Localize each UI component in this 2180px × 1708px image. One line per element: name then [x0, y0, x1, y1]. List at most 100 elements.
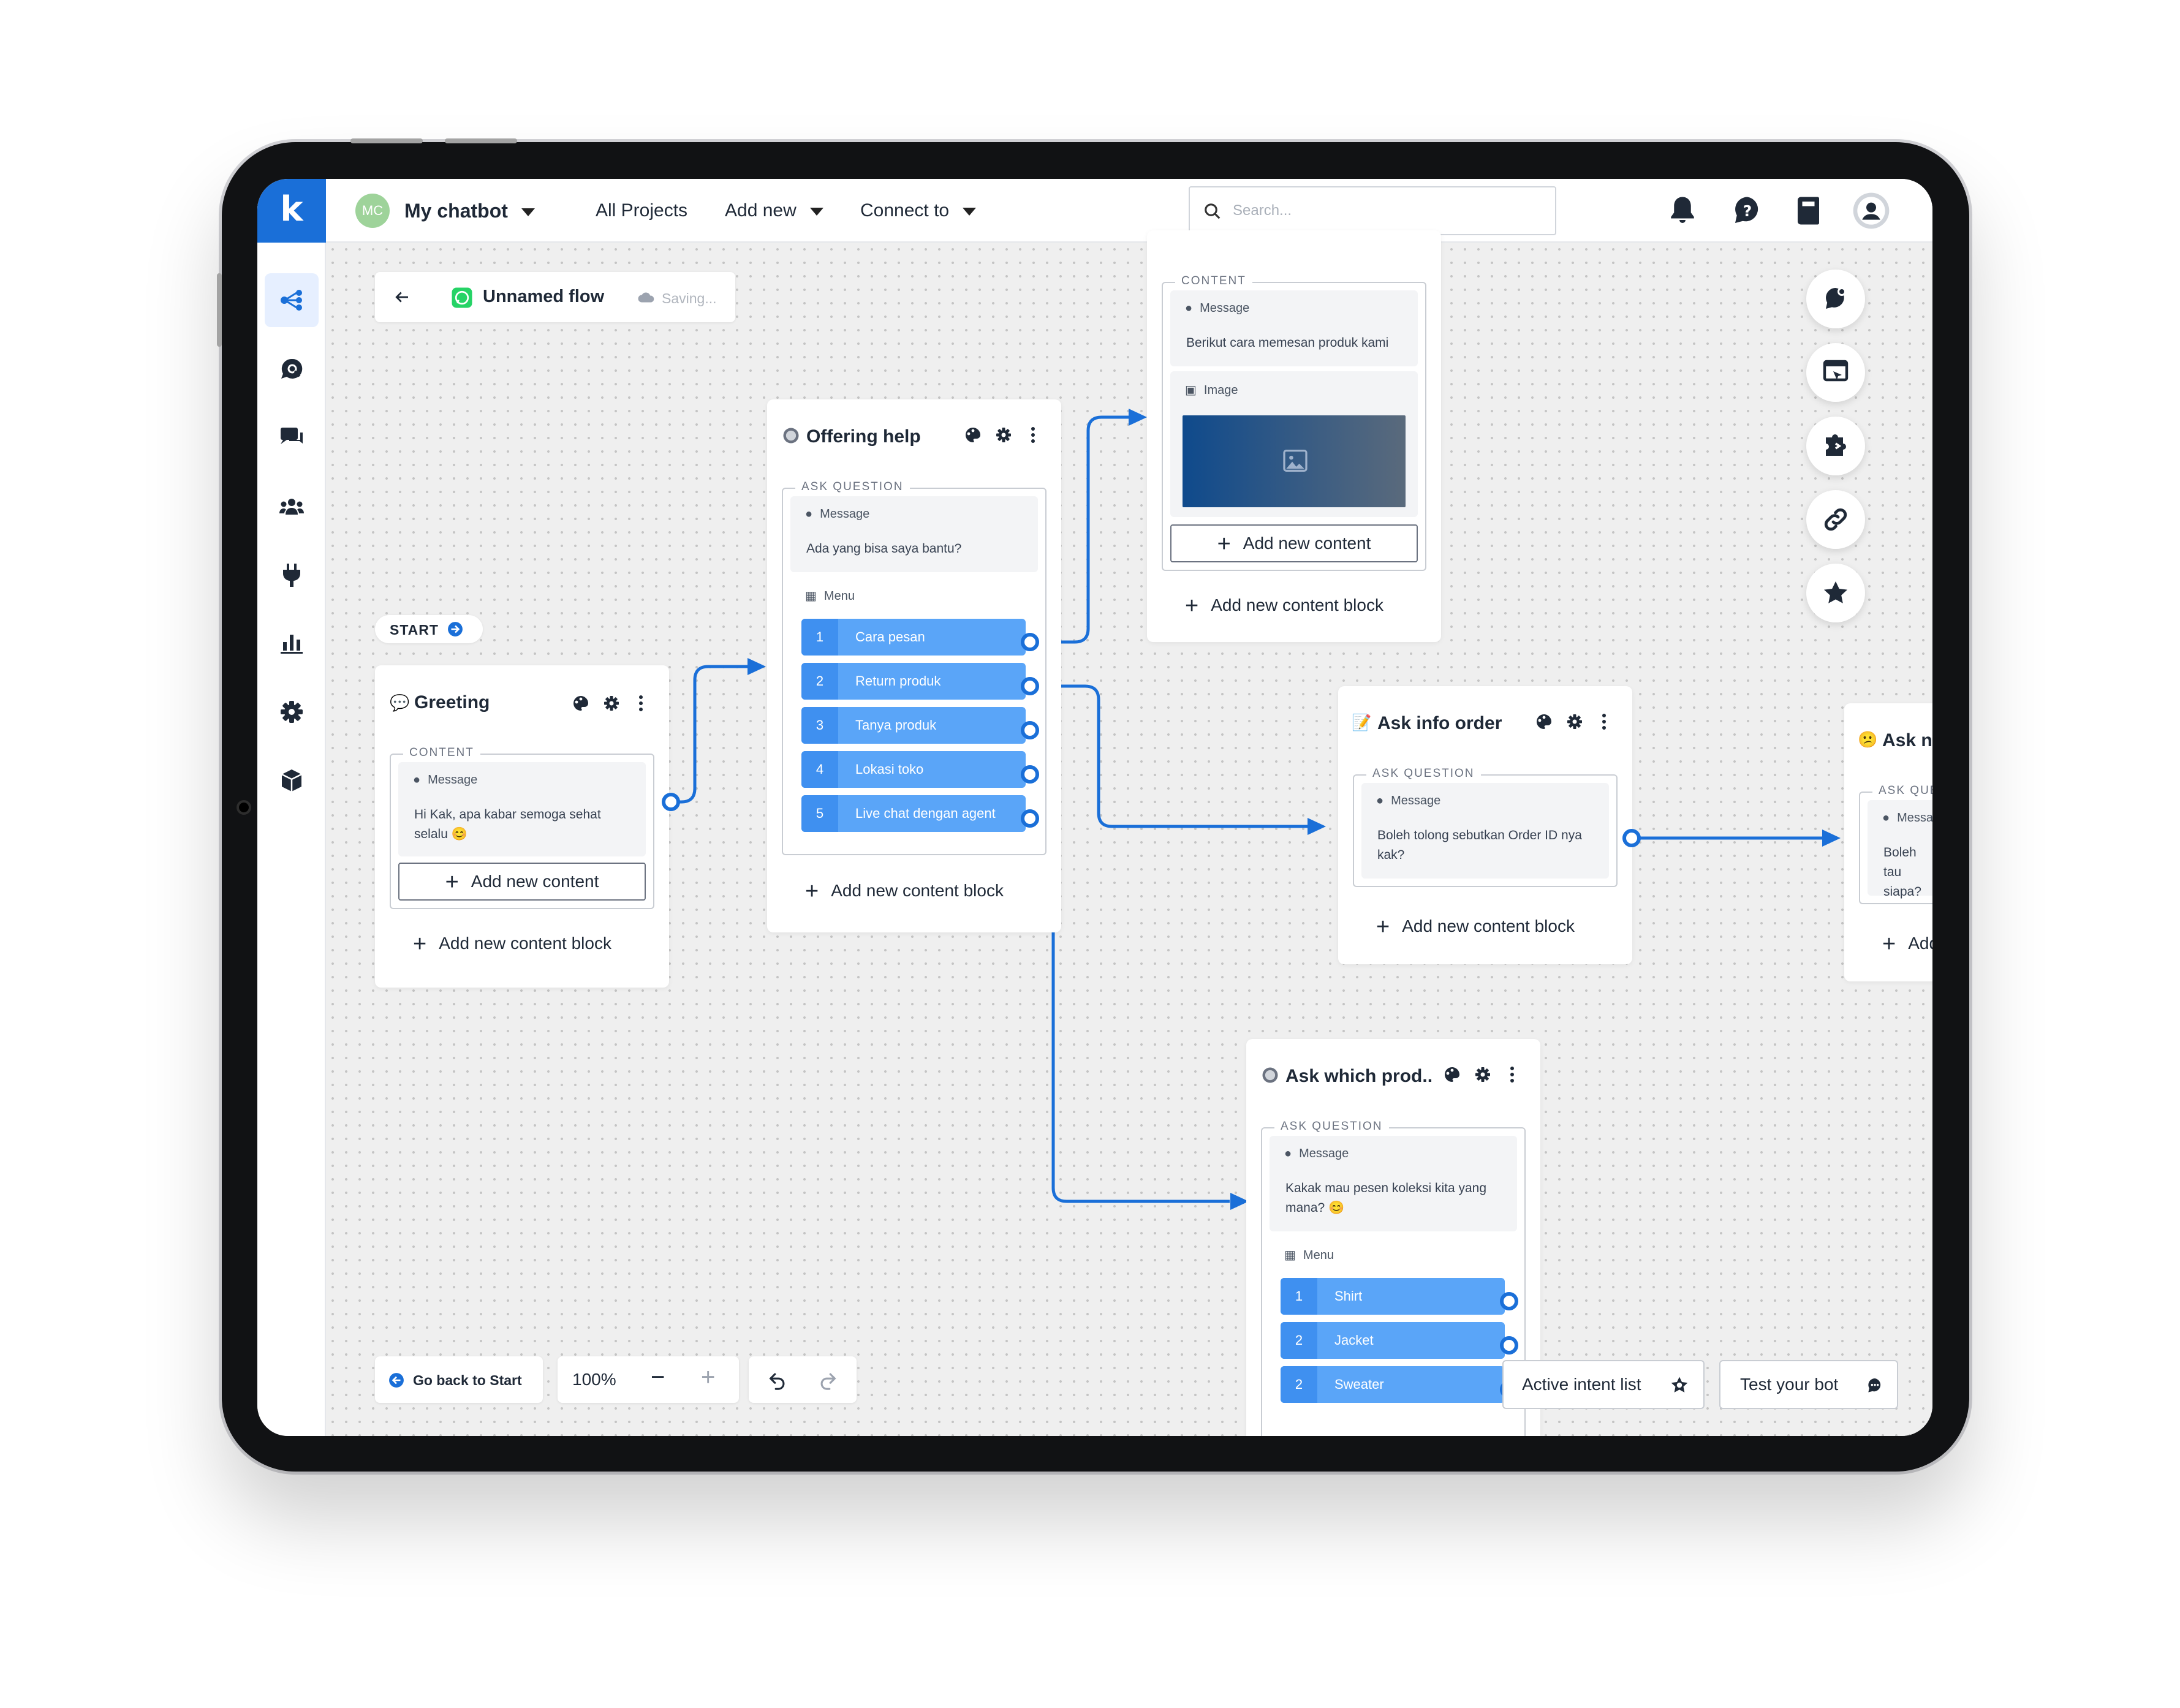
option-label: Tanya produk	[855, 717, 937, 733]
test-your-bot-button[interactable]: Test your bot	[1719, 1360, 1898, 1409]
option-number: 2	[1281, 1322, 1317, 1359]
output-port[interactable]	[1500, 1336, 1518, 1355]
add-content-block-button[interactable]: +Add new content block	[1185, 593, 1383, 619]
sidebar-item-users[interactable]	[265, 479, 319, 533]
search-input[interactable]	[1233, 187, 1539, 234]
connector-cara-pesan	[1031, 415, 1130, 644]
active-intent-list-button[interactable]: Active intent list	[1502, 1360, 1705, 1409]
option-number: 2	[1281, 1366, 1317, 1403]
sidebar-item-integrations[interactable]	[265, 548, 319, 602]
undo-icon[interactable]	[767, 1370, 788, 1391]
message-icon: ●	[805, 507, 813, 521]
project-selector[interactable]: My chatbot	[404, 179, 535, 243]
go-back-to-start-button[interactable]: Go back to Start	[375, 1356, 543, 1403]
add-content-block-button[interactable]: +Add new content block	[805, 879, 1004, 905]
redo-icon[interactable]	[817, 1370, 838, 1391]
node-actions	[1537, 714, 1606, 730]
message-block[interactable]: ●Messa Boleh tau siapa?	[1868, 800, 1932, 899]
plus-icon: +	[445, 869, 459, 895]
top-bar: k MC My chatbot All Projects Add new Con…	[257, 179, 1932, 243]
message-block[interactable]: ●Message Kakak mau pesen koleksi kita ya…	[1270, 1136, 1517, 1231]
preview-button[interactable]	[1806, 343, 1865, 402]
sidebar-item-packages[interactable]	[265, 754, 319, 807]
plus-icon: +	[1882, 931, 1896, 957]
node-title[interactable]: Greeting	[414, 692, 490, 712]
message-block[interactable]: ●Message Boleh tolong sebutkan Order ID …	[1361, 783, 1609, 879]
star-badge-icon	[1671, 1377, 1688, 1392]
output-port[interactable]	[1021, 809, 1039, 828]
user-avatar-icon[interactable]	[1852, 191, 1891, 230]
favorite-button[interactable]	[1806, 564, 1865, 622]
node-ask-name[interactable]: 😕 Ask na ASK QUE ●Messa Boleh tau siapa?…	[1844, 703, 1932, 981]
output-port[interactable]	[1021, 765, 1039, 784]
zoom-level: 100%	[572, 1370, 616, 1389]
message-label: Message	[820, 507, 870, 521]
message-block[interactable]: ●Message Berikut cara memesan produk kam…	[1170, 290, 1418, 366]
image-block[interactable]: ▣Image	[1170, 371, 1418, 517]
message-block[interactable]: ●Message Hi Kak, apa kabar semoga sehat …	[398, 762, 646, 856]
bell-icon[interactable]	[1664, 192, 1701, 229]
add-content-button[interactable]: + Add new content	[398, 863, 646, 901]
palette-icon	[966, 428, 980, 442]
add-block-label: Add new content block	[1402, 916, 1575, 935]
option-number: 2	[801, 663, 838, 700]
option-label: Lokasi toko	[855, 761, 924, 777]
sidebar-item-search-chat[interactable]	[265, 342, 319, 396]
puzzle-icon	[1826, 434, 1846, 456]
zoom-out-icon[interactable]: −	[651, 1364, 665, 1391]
nav-add-new[interactable]: Add new	[725, 179, 823, 243]
book-icon[interactable]	[1792, 192, 1828, 229]
output-port[interactable]	[1021, 721, 1039, 739]
nav-connect-to[interactable]: Connect to	[860, 179, 977, 243]
flow-icon	[281, 290, 302, 311]
search-box[interactable]	[1189, 186, 1556, 235]
node-ask-which-product[interactable]: Ask which prod.. ASK QUESTION ●Message K…	[1246, 1039, 1540, 1436]
add-content-block-button[interactable]: +Add	[1882, 931, 1932, 958]
sidebar	[257, 243, 326, 1436]
message-label-row: ● Message	[805, 507, 869, 521]
arrow-left-icon[interactable]	[392, 288, 412, 306]
sidebar-item-chat[interactable]	[265, 410, 319, 464]
active-intent-label: Active intent list	[1522, 1375, 1641, 1394]
sidebar-item-analytics[interactable]	[265, 616, 319, 670]
node-offering-help[interactable]: Offering help ASK QUESTION ●Message Ada …	[767, 399, 1061, 932]
sidebar-item-settings[interactable]	[265, 685, 319, 739]
node-ask-info-order[interactable]: 📝 Ask info order ASK QUESTION ●Message B…	[1338, 686, 1641, 964]
output-port[interactable]	[662, 793, 680, 811]
node-title[interactable]: Ask which prod..	[1285, 1066, 1433, 1086]
help-icon[interactable]: ?	[1729, 192, 1766, 229]
output-port[interactable]	[1622, 829, 1641, 847]
add-content-label: Add new content	[471, 872, 599, 891]
flow-canvas[interactable]: Unnamed flow Saving... START 💬 Greeting …	[326, 230, 1932, 1436]
add-content-block-button[interactable]: +Add new content block	[1376, 914, 1575, 940]
link-icon	[1824, 508, 1847, 531]
node-greeting[interactable]: 💬 Greeting CONTENT ●Message Hi Kak, apa …	[375, 665, 680, 988]
templates-button[interactable]	[1806, 417, 1865, 475]
output-port[interactable]	[1500, 1292, 1518, 1310]
message-block[interactable]: ●Message Ada yang bisa saya bantu?	[790, 496, 1038, 572]
link-button[interactable]	[1806, 490, 1865, 549]
chevron-down-icon	[521, 208, 535, 217]
output-port[interactable]	[1021, 633, 1039, 651]
add-content-block-button[interactable]: +Add new content block	[413, 931, 611, 958]
nav-all-projects[interactable]: All Projects	[596, 200, 688, 221]
zoom-in-icon[interactable]: +	[701, 1364, 716, 1391]
flow-name[interactable]: Unnamed flow	[483, 287, 605, 306]
app-logo[interactable]: k	[257, 179, 326, 243]
output-port[interactable]	[1021, 677, 1039, 695]
node-content[interactable]: CONTENT ●Message Berikut cara memesan pr…	[1147, 230, 1441, 642]
chat-settings-button[interactable]	[1806, 270, 1865, 328]
node-title[interactable]: Ask na	[1882, 730, 1932, 750]
node-title[interactable]: Offering help	[806, 426, 921, 447]
add-content-button[interactable]: +Add new content	[1170, 524, 1418, 562]
node-title[interactable]: Ask info order	[1377, 713, 1502, 733]
sidebar-item-flow[interactable]	[265, 273, 319, 327]
